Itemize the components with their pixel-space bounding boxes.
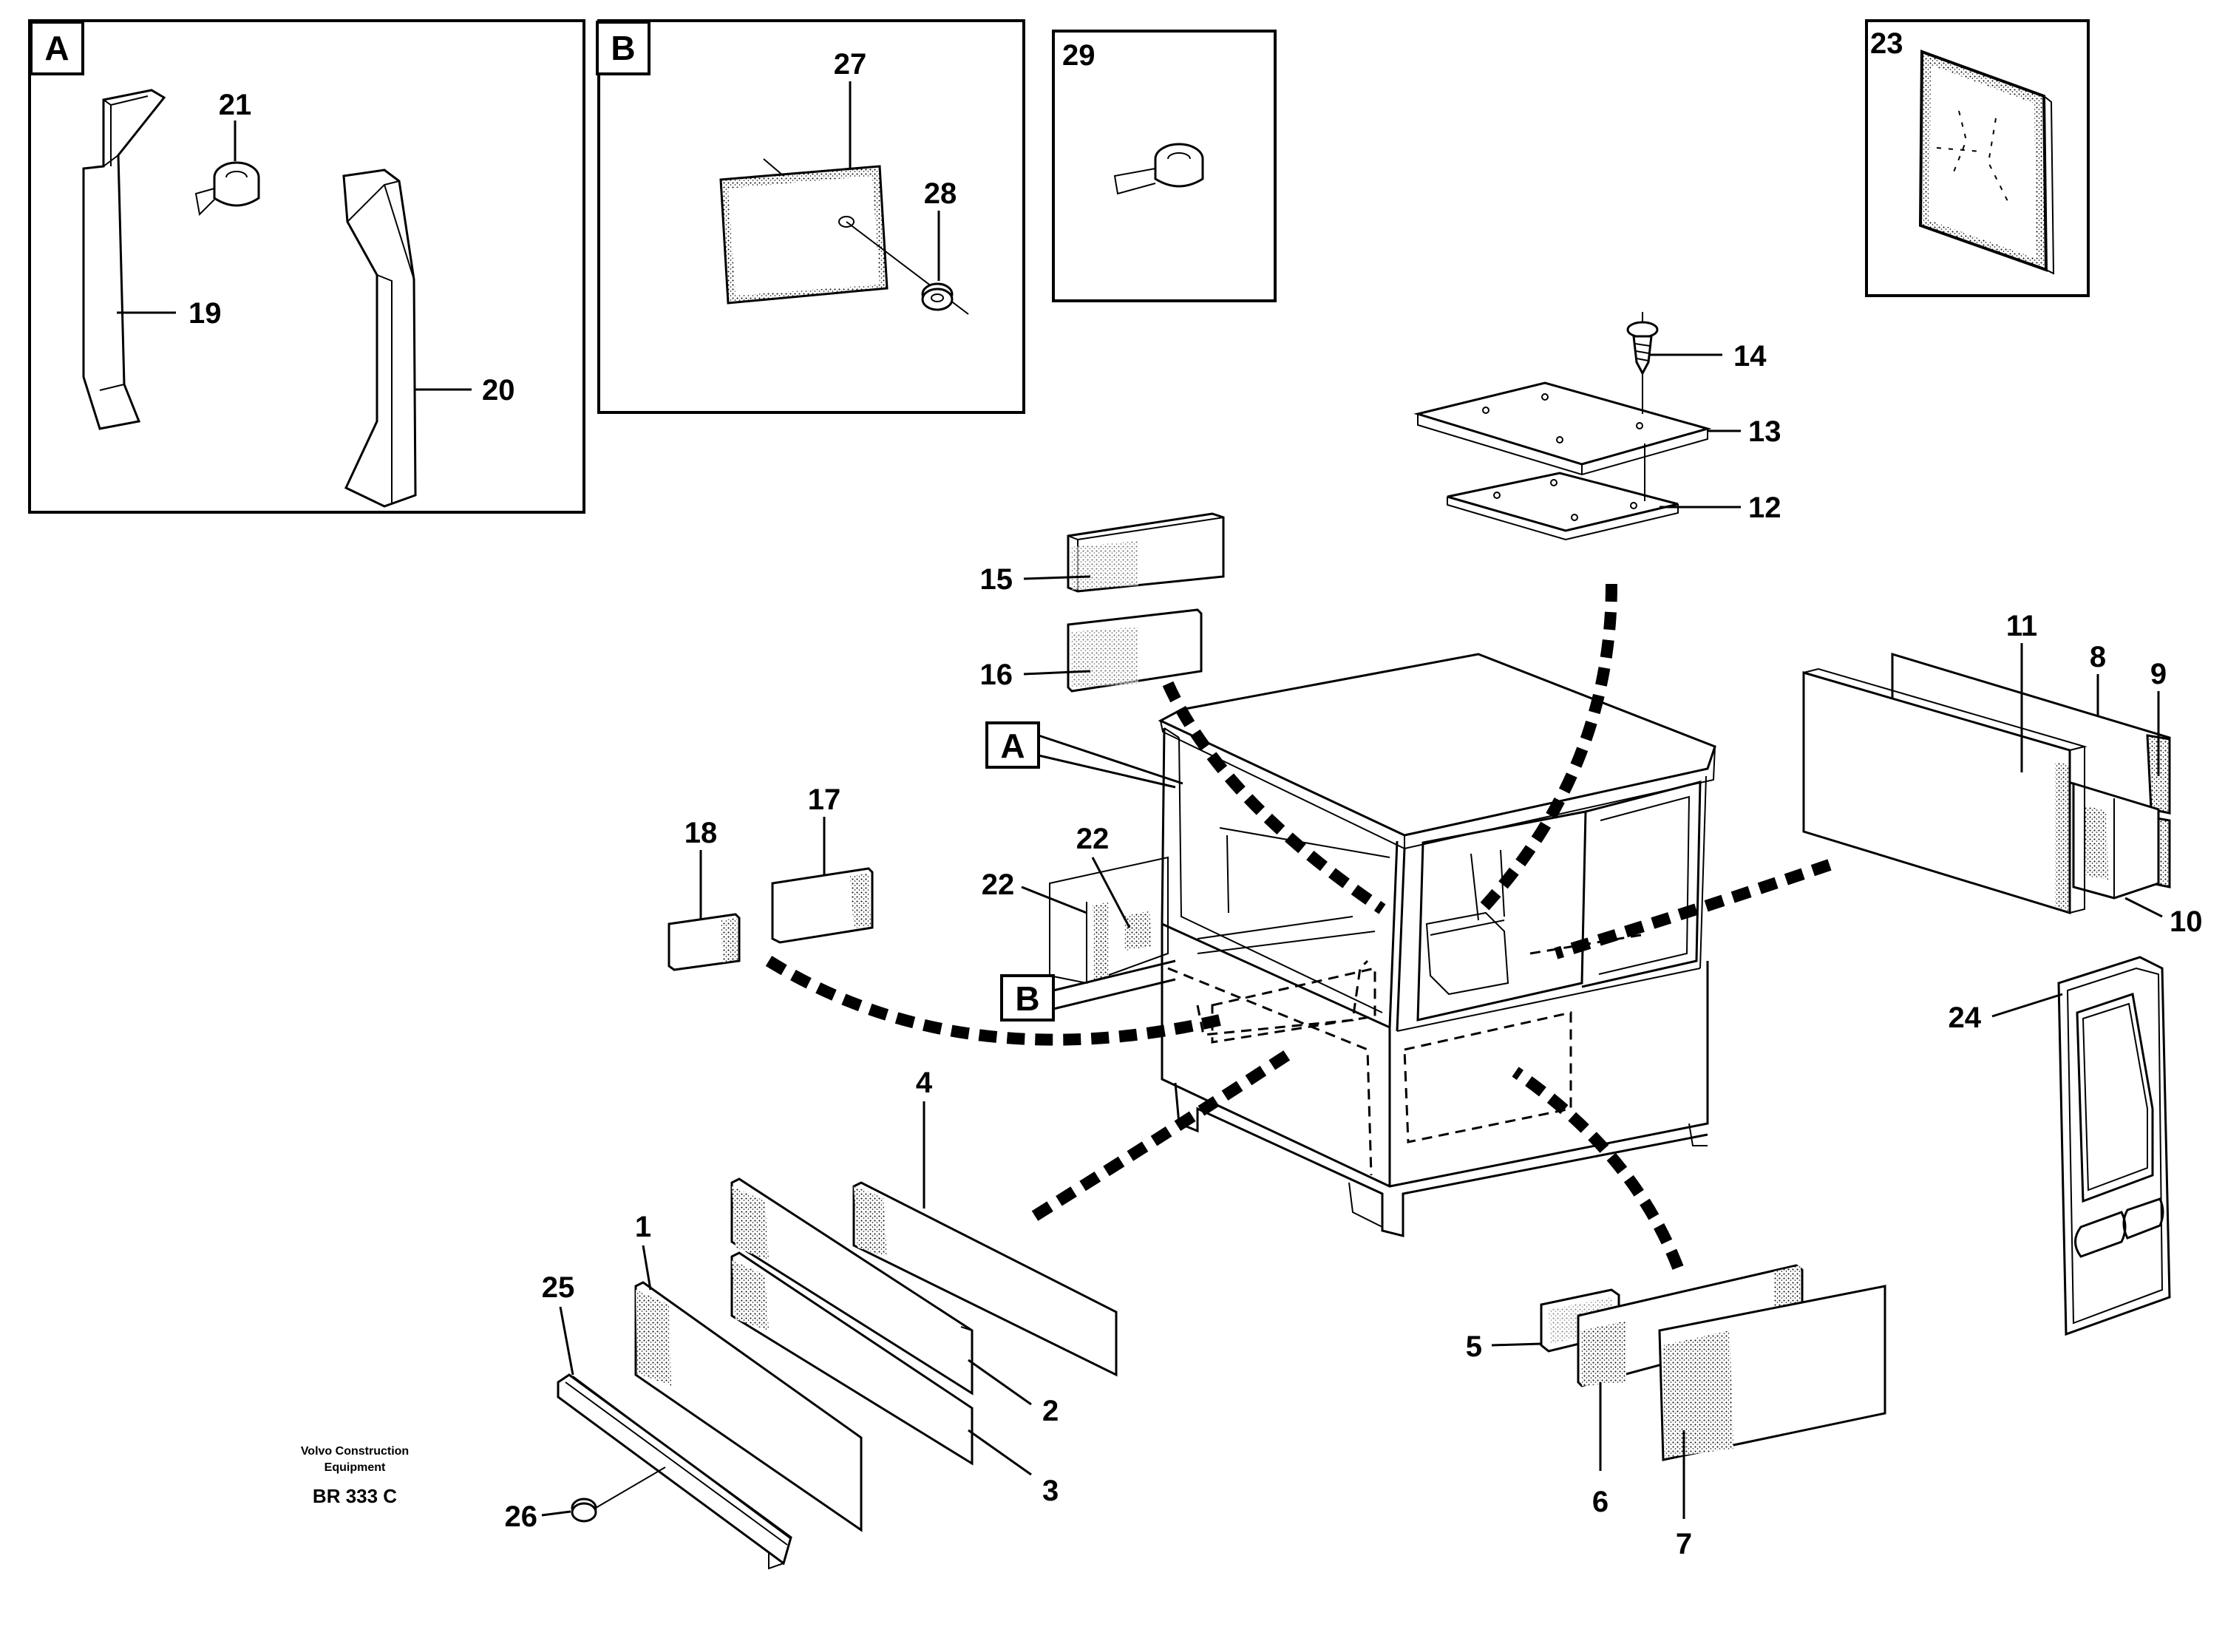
label-21: 21 [219,89,252,121]
label-11: 11 [2006,610,2037,642]
wall-panel-10 [2072,781,2160,900]
label-12: 12 [1748,492,1781,524]
label-14: 14 [1733,340,1767,373]
label-10: 10 [2170,905,2203,938]
pillar-trim-right [342,169,417,508]
cab-door-24 [2057,956,2171,1336]
label-3: 3 [1042,1475,1059,1507]
label-20: 20 [482,374,515,407]
label-25: 25 [542,1271,575,1304]
label-27: 27 [834,48,867,81]
label-24: 24 [1949,1002,1982,1034]
label-22-lower: 22 [982,869,1015,901]
label-17: 17 [808,783,841,816]
nut-26 [571,1466,666,1523]
insulation-pad-17 [771,867,874,944]
detail-box-29: 29 [1052,30,1277,302]
label-19: 19 [188,297,222,330]
label-13: 13 [1748,415,1781,448]
detail-box-a: A 19 20 21 [28,19,585,514]
label-5: 5 [1466,1330,1482,1363]
detail-29-label: 29 [1062,39,1095,72]
panel-3 [730,1251,974,1466]
panel-4 [852,1181,1118,1377]
callout-a: A [985,721,1183,789]
company-line-2: Equipment [325,1461,386,1474]
detail-23-label: 23 [1870,27,1903,60]
label-7: 7 [1676,1528,1692,1560]
callout-a-label: A [1000,727,1025,765]
tape-roll-21 [194,161,260,217]
assembly-arrows [765,583,1832,1270]
drawing-code: BR 333 C [313,1485,397,1507]
roof-plate-12 [1447,472,1679,541]
insulation-pad-15 [1067,512,1225,593]
detail-b-label: B [611,29,635,67]
company-line-1: Volvo Construction [301,1445,409,1458]
panel-7 [1658,1285,1886,1461]
cab-body [1049,653,1716,1237]
label-9: 9 [2150,658,2167,690]
label-22-upper: 22 [1076,823,1110,855]
wall-panel-11 [1802,667,2088,915]
nut-28 [846,221,969,315]
detail-b-tag [596,21,650,75]
label-1: 1 [635,1211,651,1243]
label-8: 8 [2090,641,2106,673]
label-16: 16 [980,659,1013,691]
drawing-reference: Volvo Construction Equipment BR 333 C [301,1445,409,1507]
callout-b-label: B [1015,979,1039,1018]
detail-box-b: B 27 28 [596,19,1025,414]
panel-1 [634,1281,863,1532]
label-18: 18 [685,817,718,849]
pillar-trim-left [82,89,166,430]
insulation-pad-18 [668,913,741,971]
label-15: 15 [980,563,1013,596]
callout-b: B [1000,959,1176,1022]
roof-plate-13 [1413,381,1712,476]
tape-roll-29 [1113,143,1204,195]
label-4: 4 [916,1067,933,1099]
detail-a-label: A [44,29,69,67]
trim-strip-25 [557,1373,792,1570]
detail-a-tag [30,21,84,75]
insulation-pad-27 [719,158,889,305]
label-6: 6 [1592,1486,1609,1518]
label-28: 28 [924,177,957,210]
label-26: 26 [505,1500,538,1533]
screw-14 [1626,312,1659,414]
sound-mat-23 [1918,50,2055,275]
detail-box-23: 23 [1865,19,2090,297]
label-2: 2 [1042,1395,1059,1427]
insulation-pad-16 [1067,608,1203,693]
